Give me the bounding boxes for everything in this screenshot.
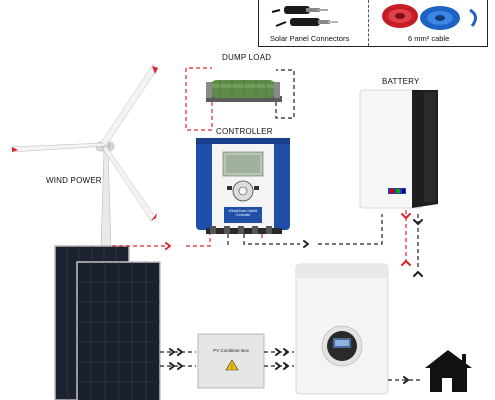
connectors-caption: Solar Panel Connectors	[270, 34, 350, 43]
cable-caption: 6 mm² cable	[408, 34, 450, 43]
combiner-box-icon: !	[197, 333, 265, 389]
svg-text:!: !	[231, 365, 233, 371]
combiner-box-label: PV Combiner Box	[213, 348, 249, 353]
wind-turbine-icon	[11, 63, 159, 249]
cable-rolls-icon	[382, 4, 477, 30]
controller-face-text: Wind&Solar Hybrid Controller	[228, 209, 258, 217]
hybrid-controller-icon	[196, 138, 290, 234]
wind-power-label: WIND POWER	[46, 176, 102, 185]
battery-icon	[359, 89, 438, 209]
battery-label: BATTERY	[382, 77, 420, 86]
dump-load-resistor-icon	[206, 80, 282, 102]
flow-arrows	[165, 213, 423, 384]
solar-panels-icon	[54, 245, 161, 400]
house-icon	[425, 350, 472, 392]
inverter-icon	[295, 263, 389, 395]
controller-label: CONTROLLER	[216, 127, 273, 136]
accessories-divider	[368, 0, 369, 46]
mc4-connectors-icon	[271, 6, 338, 27]
dump-load-label: DUMP LOAD	[222, 53, 272, 62]
